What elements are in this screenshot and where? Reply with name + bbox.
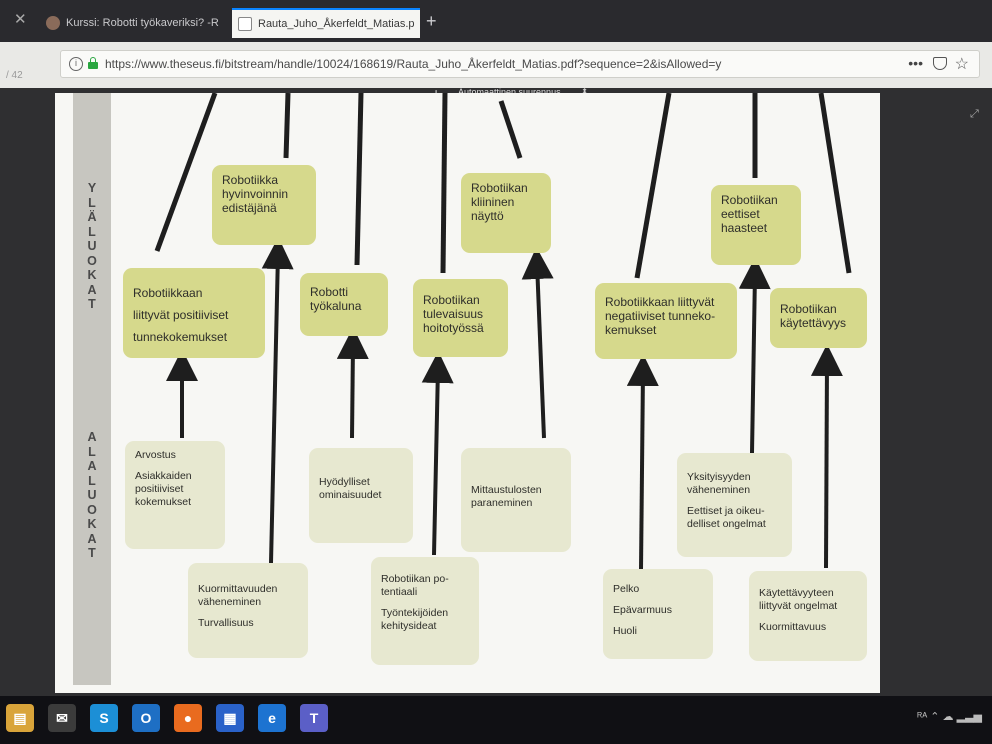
teams-icon[interactable]: T bbox=[300, 704, 328, 732]
outlook-icon[interactable]: O bbox=[132, 704, 160, 732]
lock-icon[interactable] bbox=[88, 57, 98, 69]
diagram: Robotiikka hyvinvoinnin edistäjänä Robot… bbox=[55, 93, 880, 693]
lower-box: Robotiikan po- tentiaali Työntekijöiden … bbox=[371, 557, 479, 665]
pocket-icon[interactable] bbox=[933, 57, 947, 70]
upper-box: Robotiikan eettiset haasteet bbox=[711, 185, 801, 265]
page-actions-button[interactable]: ••• bbox=[908, 55, 923, 71]
upper-box: Robotti työkaluna bbox=[300, 273, 388, 336]
upper-box: Robotiikkaan liittyvät positiiviset tunn… bbox=[123, 268, 265, 358]
tab-pdf[interactable]: Rauta_Juho_Åkerfeldt_Matias.p ✕ bbox=[232, 8, 420, 38]
level-letter: O bbox=[87, 502, 97, 517]
lower-box: Mittaustulosten paraneminen bbox=[461, 448, 571, 552]
zoom-select[interactable]: Automaattinen suurennus ⬍ bbox=[452, 87, 592, 101]
upper-box: Robotiikka hyvinvoinnin edistäjänä bbox=[212, 165, 316, 245]
tab-label: Kurssi: Robotti työkaveriksi? -R bbox=[66, 17, 219, 29]
level-letter: A bbox=[87, 531, 97, 546]
level-letter: T bbox=[88, 297, 96, 311]
lower-box: Yksityisyyden väheneminen Eettiset ja oi… bbox=[677, 453, 792, 557]
level-letter: U bbox=[87, 488, 97, 502]
level-letter: U bbox=[87, 239, 97, 253]
lower-box: Arvostus Asiakkaiden positiiviset kokemu… bbox=[125, 441, 225, 549]
upper-box: Robotiikan käytettävyys bbox=[770, 288, 867, 348]
lower-box: Kuormittavuuden väheneminen Turvallisuus bbox=[188, 563, 308, 658]
level-letter: A bbox=[87, 430, 97, 444]
level-letter: L bbox=[88, 224, 96, 239]
url-text[interactable]: https://www.theseus.fi/bitstream/handle/… bbox=[105, 57, 722, 71]
url-bar[interactable]: i https://www.theseus.fi/bitstream/handl… bbox=[60, 50, 980, 78]
file-explorer-icon[interactable]: ▤ bbox=[6, 704, 34, 732]
nav-bar: i https://www.theseus.fi/bitstream/handl… bbox=[0, 42, 992, 88]
tab-bar: ✕ Kurssi: Robotti työkaveriksi? -R ✕ Rau… bbox=[0, 0, 992, 42]
level-letter: A bbox=[87, 282, 97, 297]
level-letter: L bbox=[88, 195, 96, 210]
level-letter: L bbox=[88, 444, 96, 459]
info-icon[interactable]: i bbox=[69, 57, 83, 71]
level-letter: Ä bbox=[87, 210, 97, 224]
upper-box: Robotiikan kliininen näyttö bbox=[461, 173, 551, 253]
tab-label: Rauta_Juho_Åkerfeldt_Matias.p bbox=[258, 18, 415, 30]
tab-course[interactable]: Kurssi: Robotti työkaveriksi? -R ✕ bbox=[46, 8, 226, 38]
upper-box: Robotiikkaan liittyvät negatiiviset tunn… bbox=[595, 283, 737, 359]
document-icon bbox=[238, 17, 252, 31]
bookmark-star-icon[interactable]: ☆ bbox=[954, 56, 969, 73]
fullscreen-icon[interactable]: ⤢ bbox=[970, 108, 979, 120]
new-tab-button[interactable]: + bbox=[426, 11, 437, 31]
calendar-icon[interactable]: ▦ bbox=[216, 704, 244, 732]
level-letter: O bbox=[87, 253, 97, 268]
lower-box: Pelko Epävarmuus Huoli bbox=[603, 569, 713, 659]
system-tray[interactable]: ᴿᴬ ⌃ ☁ ▂▃▅ bbox=[917, 711, 982, 723]
mail-icon[interactable]: ✉ bbox=[48, 704, 76, 732]
level-letter: Y bbox=[87, 181, 97, 195]
lower-box: Hyödylliset ominaisuudet bbox=[309, 448, 413, 543]
level-letter: A bbox=[87, 459, 97, 473]
level-letter: K bbox=[87, 517, 97, 531]
chevron-updown-icon: ⬍ bbox=[581, 87, 588, 96]
site-favicon-icon bbox=[46, 16, 60, 30]
level-letter: K bbox=[87, 268, 97, 282]
tab-close-icon[interactable]: ✕ bbox=[225, 15, 226, 32]
level-letter: L bbox=[88, 473, 96, 488]
pdf-viewer: / 42 − + Automaattinen suurennus ⬍ ⤢ YLÄ… bbox=[0, 70, 992, 696]
level-letter: T bbox=[88, 546, 96, 560]
zoom-value: Automaattinen suurennus bbox=[458, 87, 561, 97]
edge-icon[interactable]: e bbox=[258, 704, 286, 732]
diagram-arrows bbox=[154, 93, 852, 571]
upper-box: Robotiikan tulevaisuus hoitotyössä bbox=[413, 279, 508, 357]
page-count: / 42 bbox=[6, 70, 23, 81]
close-icon[interactable]: ✕ bbox=[14, 11, 27, 28]
lower-box: Käytettävyyteen liittyvät ongelmat Kuorm… bbox=[749, 571, 867, 661]
firefox-icon[interactable]: ● bbox=[174, 704, 202, 732]
skype-icon[interactable]: S bbox=[90, 704, 118, 732]
